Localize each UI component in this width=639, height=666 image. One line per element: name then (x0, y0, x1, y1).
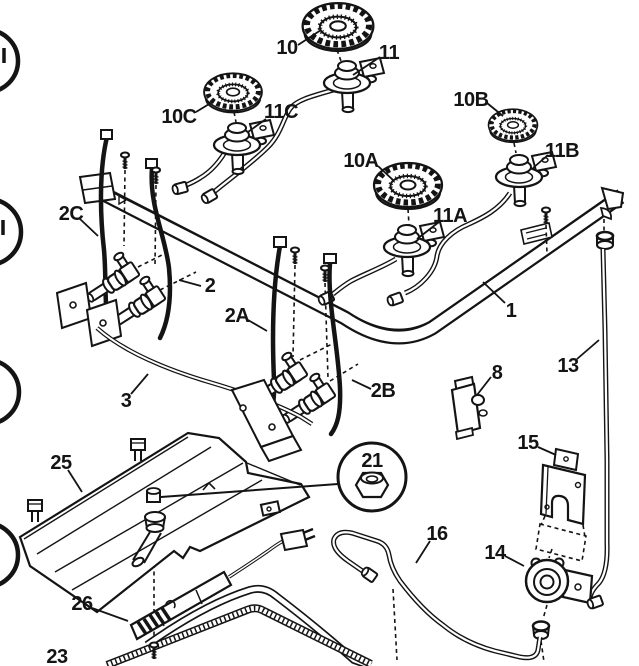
callout-16: 16 (426, 523, 448, 545)
bracket-8 (450, 375, 488, 441)
callout-2c: 2C (59, 203, 84, 225)
burner-body-11 (322, 56, 386, 114)
heat-shield-panel-25 (18, 431, 339, 614)
callout-2: 2 (205, 275, 216, 297)
nut-detail-circle-21 (336, 441, 408, 513)
burner-cap-10a (374, 163, 442, 209)
callout-11a: 11A (433, 205, 467, 227)
bracket-15 (539, 447, 587, 526)
callout-1: 1 (506, 300, 517, 322)
pressure-regulator-14 (524, 557, 605, 640)
callout-2a: 2A (225, 305, 250, 327)
callout-11: 11 (379, 42, 400, 64)
manifold-support-brackets (55, 281, 314, 463)
gas-tube-13 (587, 230, 615, 600)
page-edge-circles (0, 30, 24, 587)
callout-26: 26 (71, 593, 93, 615)
leader-lines (67, 29, 600, 622)
callout-10c: 10C (161, 106, 196, 128)
burner-cap-10 (303, 3, 374, 51)
burner-cap-10c (204, 73, 262, 112)
callout-11b: 11B (545, 140, 579, 162)
callout-3: 3 (121, 390, 132, 412)
burner-supply-tubes (170, 86, 513, 308)
callout-10a: 10A (343, 150, 378, 172)
callout-2b: 2B (371, 380, 396, 402)
gas-tube-16 (331, 529, 543, 661)
callout-14: 14 (484, 542, 507, 564)
callout-15: 15 (517, 432, 539, 454)
igniter-assembly-26 (129, 527, 316, 661)
callout-21: 21 (361, 450, 383, 472)
callout-13: 13 (557, 355, 579, 377)
burner-cap-10b (489, 109, 538, 142)
callout-11c: 11C (264, 101, 298, 123)
callout-10b: 10B (453, 89, 488, 111)
callout-25: 25 (50, 452, 72, 474)
lower-tubes-23 (105, 584, 373, 666)
manifold-pipe (78, 171, 625, 345)
callout-10: 10 (276, 37, 298, 59)
callout-labels: 10 11 10C 11C 10B 11B 10A 11A 2C 2 2A 2B… (46, 37, 579, 666)
callout-8: 8 (492, 362, 503, 384)
callout-23: 23 (46, 646, 68, 666)
